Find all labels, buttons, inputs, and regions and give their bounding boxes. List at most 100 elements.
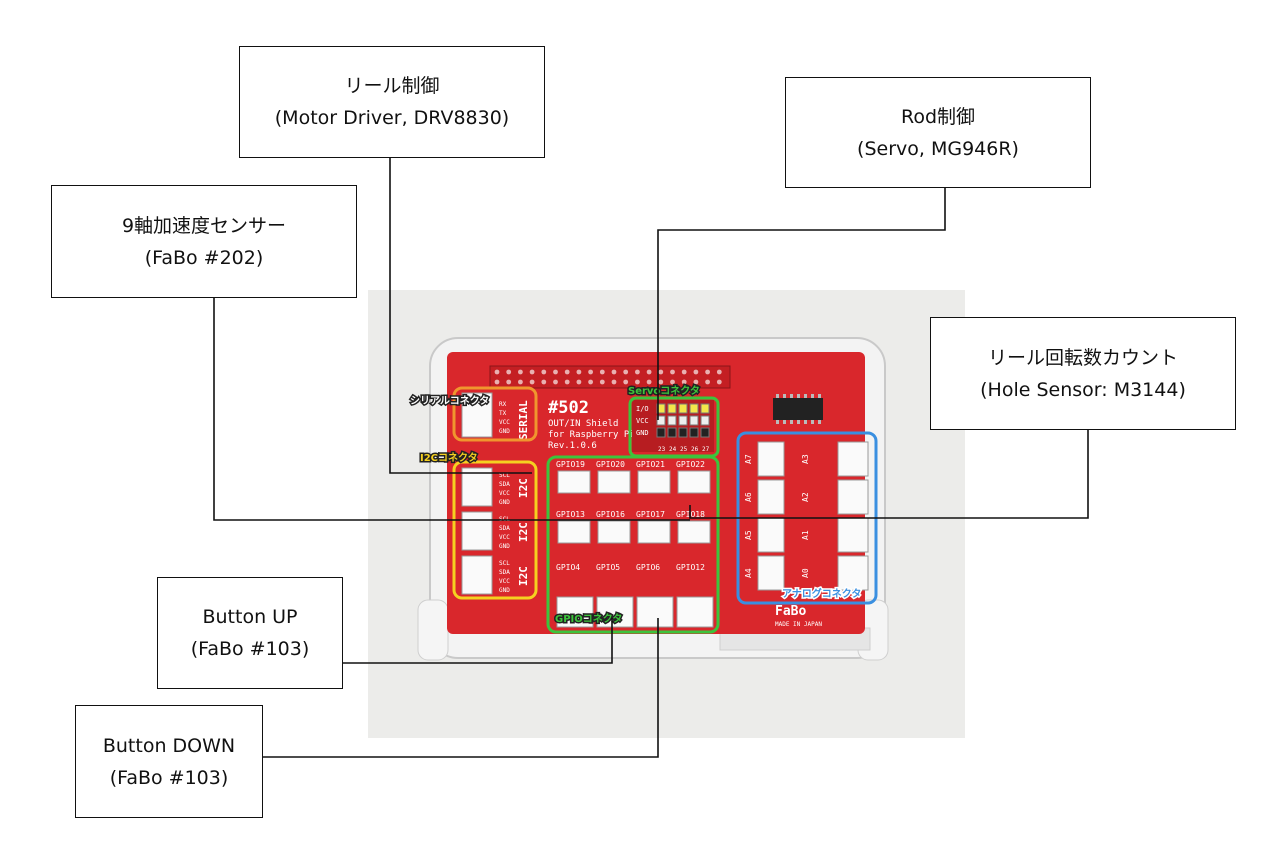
gpio-label: GPIO21 (636, 460, 665, 469)
header-pin (612, 380, 617, 385)
gpio-label: GPIO5 (596, 563, 620, 572)
servo-row-label: I/O (636, 405, 649, 413)
gpio-connector (598, 521, 630, 543)
header-pin (541, 370, 546, 375)
gpio-connector (637, 597, 673, 627)
chip-pin (790, 420, 793, 424)
i2c-pin-label: SDA (499, 481, 510, 488)
servo-pin (657, 428, 665, 437)
serial-pin-label: TX (499, 410, 507, 417)
servo-number: 24 (669, 446, 677, 453)
gpio-connector (638, 521, 670, 543)
gpio-label: GPIO12 (676, 563, 705, 572)
analog-connector-left (758, 442, 784, 476)
header-pin (518, 370, 523, 375)
motor-driver-chip (773, 398, 823, 420)
gpio-connector (598, 471, 630, 493)
servo-pin (668, 428, 676, 437)
i2c-pin-label: VCC (499, 578, 510, 585)
servo-pin (679, 404, 687, 413)
board-name-2: for Raspberry Pi (548, 430, 635, 440)
servo-pin (690, 404, 698, 413)
chip-pin (804, 420, 807, 424)
gpio-header (490, 366, 730, 388)
analog-connector-left (758, 556, 784, 590)
servo-pin (679, 416, 687, 425)
header-pin (553, 380, 558, 385)
analog-tag: アナログコネクタ (782, 587, 861, 600)
callout-button-up: Button UP (FaBo #103) (157, 577, 343, 689)
serial-pin-label: VCC (499, 419, 510, 426)
header-pin (530, 380, 535, 385)
header-pin (623, 380, 628, 385)
i2c-label: I2C (517, 522, 530, 542)
chip-pin (797, 420, 800, 424)
analog-connector-right (838, 480, 868, 514)
analog-label-right: A1 (801, 530, 810, 540)
header-pin (565, 380, 570, 385)
analog-label-left: A6 (744, 492, 753, 502)
callout-button-down-detail: (FaBo #103) (110, 762, 229, 794)
callout-button-up-detail: (FaBo #103) (191, 633, 310, 665)
header-pin (647, 380, 652, 385)
chip-pin (790, 394, 793, 398)
i2c-connector (462, 512, 492, 550)
header-pin (717, 380, 722, 385)
servo-pin (701, 404, 709, 413)
header-pin (588, 380, 593, 385)
i2c-pin-label: VCC (499, 490, 510, 497)
analog-connector-right (838, 518, 868, 552)
made-in-label: MADE IN JAPAN (775, 621, 822, 628)
chip-pin (783, 420, 786, 424)
servo-number: 26 (691, 446, 699, 453)
gpio-label: GPIO6 (636, 563, 660, 572)
board-rev: Rev.1.0.6 (548, 441, 597, 451)
header-pin (647, 370, 652, 375)
callout-button-up-title: Button UP (202, 601, 297, 633)
header-pin (635, 370, 640, 375)
header-pin (600, 380, 605, 385)
servo-pin (701, 416, 709, 425)
header-pin (541, 380, 546, 385)
analog-label-left: A7 (744, 454, 753, 464)
header-pin (682, 370, 687, 375)
i2c-pin-label: SDA (499, 525, 510, 532)
servo-row-label: GND (636, 429, 649, 437)
gpio-connector (678, 521, 710, 543)
analog-label-right: A3 (801, 454, 810, 464)
header-pin (506, 380, 511, 385)
gpio-label: GPIO16 (596, 510, 625, 519)
gpio-label: GPIO22 (676, 460, 705, 469)
chip-pin (776, 394, 779, 398)
gpio-connector (558, 471, 590, 493)
i2c-label: I2C (517, 566, 530, 586)
serial-pin-label: GND (499, 428, 510, 435)
header-pin (612, 370, 617, 375)
callout-reel-title: リール制御 (344, 70, 439, 102)
analog-connector-right (838, 556, 868, 590)
gpio-connector (677, 597, 713, 627)
header-pin (658, 370, 663, 375)
header-pin (577, 370, 582, 375)
callout-hall-title: リール回転数カウント (988, 342, 1178, 374)
header-pin (506, 370, 511, 375)
servo-number: 23 (658, 446, 666, 453)
header-pin (694, 370, 699, 375)
header-pin (600, 370, 605, 375)
header-pin (705, 380, 710, 385)
chip-pin (811, 394, 814, 398)
servo-pin (690, 416, 698, 425)
header-pin (635, 380, 640, 385)
gpio-label: GPIO4 (556, 563, 580, 572)
callout-reel-control: リール制御 (Motor Driver, DRV8830) (239, 46, 545, 158)
header-pin (623, 370, 628, 375)
chip-pin (783, 394, 786, 398)
header-pin (588, 370, 593, 375)
analog-connector-right (838, 442, 868, 476)
chip-pin (818, 420, 821, 424)
servo-number: 27 (702, 446, 710, 453)
i2c-label: I2C (517, 478, 530, 498)
header-pin (553, 370, 558, 375)
i2c-connector (462, 556, 492, 594)
serial-label: SERIAL (517, 400, 530, 440)
